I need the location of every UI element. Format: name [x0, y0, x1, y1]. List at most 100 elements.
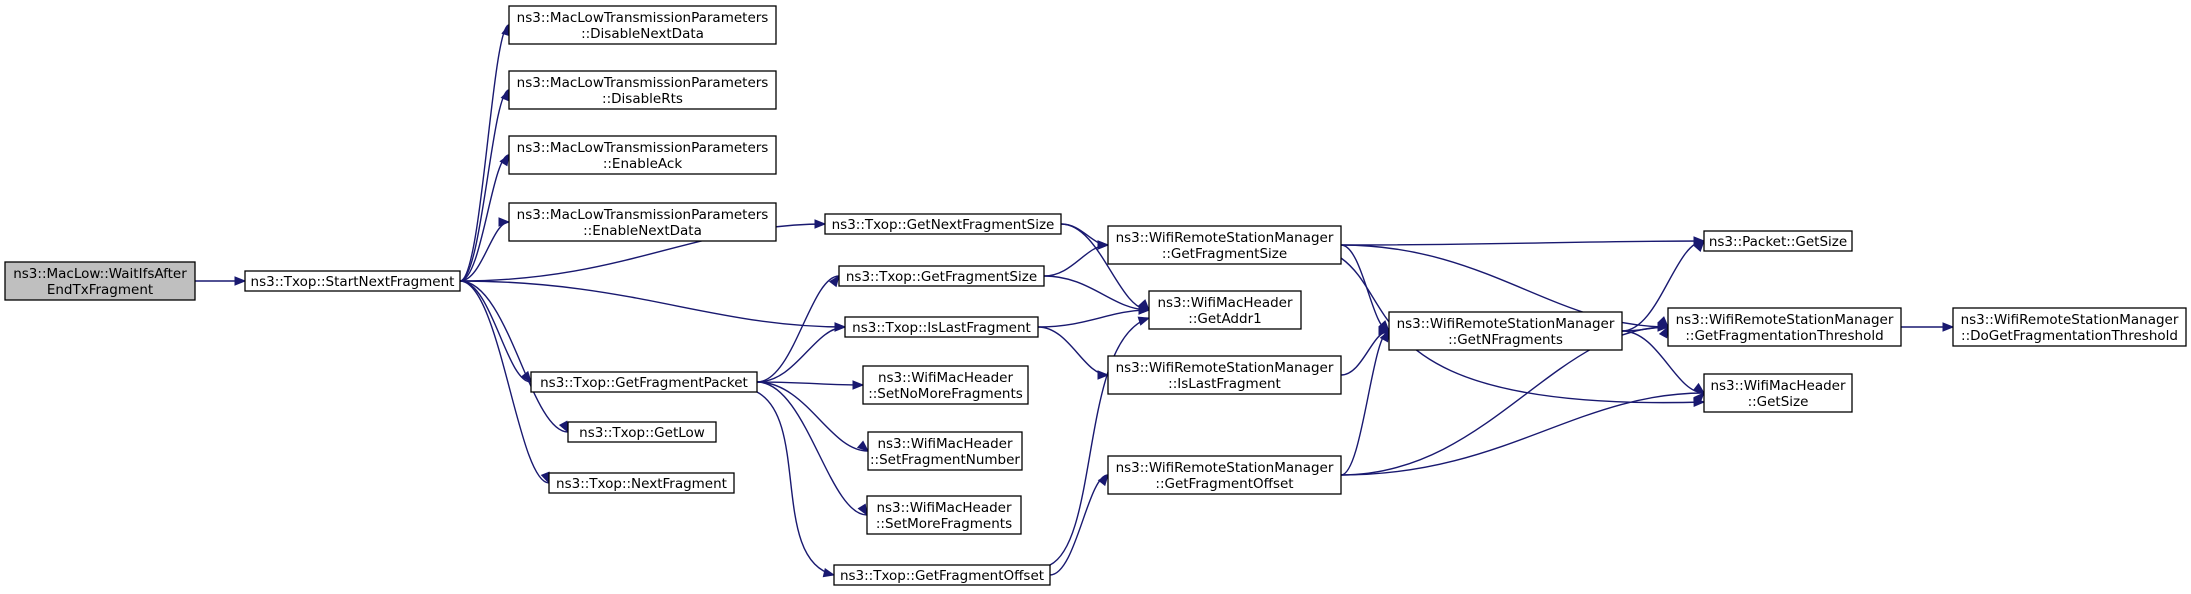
node-box — [824, 213, 1062, 235]
node-label-line: ns3::Txop::GetNextFragmentSize — [832, 217, 1055, 233]
node-box — [508, 135, 777, 175]
edge-islastfrag-to-rsm_islastfrag-arrowhead — [1097, 370, 1110, 380]
edge-waitifs-to-startnext-arrowhead — [234, 276, 247, 286]
node-enablenextdata[interactable]: ns3::MacLowTransmissionParameters::Enabl… — [508, 202, 777, 242]
node-label-line: ::SetNoMoreFragments — [868, 386, 1023, 402]
node-label-line: ::GetFragmentSize — [1162, 246, 1287, 262]
node-getnextfragsize[interactable]: ns3::Txop::GetNextFragmentSize — [824, 213, 1062, 235]
edge-startnext-to-disablerts — [459, 89, 510, 282]
edge-startnext-to-nextfrag — [459, 280, 550, 484]
node-rsm_getfragthreshold[interactable]: ns3::WifiRemoteStationManager::GetFragme… — [1667, 307, 1902, 347]
edge-rsm_getfragsize-to-packetgetsize — [1340, 240, 1705, 246]
node-getlow[interactable]: ns3::Txop::GetLow — [567, 421, 717, 443]
node-getfragsize[interactable]: ns3::Txop::GetFragmentSize — [838, 265, 1045, 287]
node-setnomorefrags[interactable]: ns3::WifiMacHeader::SetNoMoreFragments — [862, 365, 1029, 405]
edges-layer — [195, 23, 1955, 578]
edge-islastfrag-to-getaddr1-arrowhead — [1138, 305, 1151, 315]
node-label-line: ::IsLastFragment — [1168, 376, 1281, 392]
edge-rsm_getnfrags-to-packetgetsize-arrowhead — [1693, 239, 1705, 252]
edge-islastfrag-to-rsm_islastfrag — [1037, 326, 1109, 376]
node-getfragpacket[interactable]: ns3::Txop::GetFragmentPacket — [530, 371, 758, 393]
node-box — [1148, 290, 1302, 330]
edge-startnext-to-disablenextdata — [459, 24, 510, 282]
node-box — [508, 70, 777, 110]
edge-getfragpacket-to-setnomorefrags-arrowhead — [852, 380, 865, 390]
node-label-line: ns3::WifiRemoteStationManager — [1116, 460, 1334, 476]
node-label-line: ns3::Txop::GetLow — [579, 425, 705, 441]
node-setmorefrags[interactable]: ns3::WifiMacHeader::SetMoreFragments — [866, 495, 1022, 535]
edge-getfragpacket-to-islastfrag — [756, 326, 846, 383]
node-disablerts[interactable]: ns3::MacLowTransmissionParameters::Disab… — [508, 70, 777, 110]
node-box — [844, 316, 1039, 338]
edge-getfragpacket-to-setmorefrags — [756, 381, 868, 516]
node-label-line: ::EnableAck — [603, 156, 683, 172]
node-enableack[interactable]: ns3::MacLowTransmissionParameters::Enabl… — [508, 135, 777, 175]
node-box — [567, 421, 717, 443]
edge-rsm_islastfrag-to-rsm_getnfrags-arrowhead — [1378, 326, 1391, 336]
edge-getfragpacket-to-getfragsize — [756, 275, 840, 383]
node-label-line: ns3::WifiRemoteStationManager — [1397, 316, 1615, 332]
node-setfragnumber[interactable]: ns3::WifiMacHeader::SetFragmentNumber — [867, 431, 1023, 471]
edge-rsm_getfragoffset-to-rsm_getfragthreshold — [1340, 326, 1669, 476]
edge-getfragpacket-to-setfragnumber — [756, 381, 869, 452]
node-islastfrag[interactable]: ns3::Txop::IsLastFragment — [844, 316, 1039, 338]
edge-getfragpacket-to-setmorefrags-arrowhead — [857, 503, 868, 517]
node-box — [866, 495, 1022, 535]
node-getfragoffset[interactable]: ns3::Txop::GetFragmentOffset — [833, 564, 1051, 586]
node-box — [867, 431, 1023, 471]
edge-getfragpacket-to-setfragnumber-arrowhead — [856, 440, 870, 452]
node-label-line: ns3::WifiMacHeader — [1157, 295, 1293, 311]
node-label-line: ::DoGetFragmentationThreshold — [1961, 328, 2178, 344]
node-label-line: ::GetNFragments — [1448, 332, 1563, 348]
node-label-line: ::SetMoreFragments — [876, 516, 1012, 532]
edge-getfragoffset-to-getaddr1 — [1049, 317, 1150, 566]
node-rsm_dogetfragthreshold[interactable]: ns3::WifiRemoteStationManager::DoGetFrag… — [1952, 307, 2187, 347]
node-box — [1952, 307, 2187, 347]
edge-getfragpacket-to-getfragoffset — [756, 391, 835, 576]
node-getaddr1[interactable]: ns3::WifiMacHeader::GetAddr1 — [1148, 290, 1302, 330]
node-label-line: ::DisableRts — [602, 91, 683, 107]
node-label-line: ::EnableNextData — [583, 223, 702, 239]
node-rsm_getfragoffset[interactable]: ns3::WifiRemoteStationManager::GetFragme… — [1107, 455, 1342, 495]
node-box — [838, 265, 1045, 287]
node-label-line: ns3::WifiMacHeader — [876, 500, 1012, 516]
edge-getfragpacket-to-setnomorefrags — [756, 381, 864, 386]
edge-rsm_getnfrags-to-rsm_getfragthreshold-arrowhead — [1657, 322, 1670, 332]
node-rsm_getnfrags[interactable]: ns3::WifiRemoteStationManager::GetNFragm… — [1388, 311, 1623, 351]
edge-startnext-to-getfragpacket — [459, 280, 532, 383]
node-label-line: ns3::WifiRemoteStationManager — [1116, 230, 1334, 246]
edge-getfragpacket-to-islastfrag-arrowhead — [834, 322, 847, 332]
node-label-line: ns3::WifiMacHeader — [878, 370, 1014, 386]
edge-rsm_getfragthreshold-to-rsm_dogetfragthreshold-arrowhead — [1942, 322, 1955, 332]
node-box — [508, 5, 777, 45]
node-disablenextdata[interactable]: ns3::MacLowTransmissionParameters::Disab… — [508, 5, 777, 45]
node-box — [244, 270, 461, 292]
node-label-line: ::GetFragmentationThreshold — [1685, 328, 1883, 344]
edge-rsm_getfragoffset-to-rsm_getnfrags-arrowhead — [1379, 329, 1390, 343]
node-label-line: ::GetAddr1 — [1188, 311, 1261, 327]
node-label-line: ns3::MacLowTransmissionParameters — [517, 10, 769, 26]
node-nextfrag[interactable]: ns3::Txop::NextFragment — [548, 472, 735, 494]
edge-islastfrag-to-getaddr1 — [1037, 309, 1150, 328]
node-label-line: ns3::WifiRemoteStationManager — [1961, 312, 2179, 328]
edge-getfragoffset-to-rsm_getfragoffset-arrowhead — [1097, 473, 1109, 487]
node-label-line: ::SetFragmentNumber — [870, 452, 1020, 468]
node-label-line: ns3::Txop::GetFragmentPacket — [540, 375, 748, 391]
node-label-line: ::GetSize — [1748, 394, 1809, 410]
edge-getfragsize-to-rsm_getfragsize-arrowhead — [1097, 240, 1110, 250]
edge-startnext-to-islastfrag — [459, 280, 846, 328]
node-label-line: ns3::Txop::NextFragment — [556, 476, 727, 492]
node-rsm_getfragsize[interactable]: ns3::WifiRemoteStationManager::GetFragme… — [1107, 225, 1342, 265]
node-startnext[interactable]: ns3::Txop::StartNextFragment — [244, 270, 461, 292]
edge-startnext-to-getlow — [459, 280, 569, 433]
node-machdr_getsize[interactable]: ns3::WifiMacHeader::GetSize — [1703, 373, 1853, 413]
edge-rsm_getfragsize-to-rsm_getfragthreshold — [1340, 244, 1669, 328]
node-packetgetsize[interactable]: ns3::Packet::GetSize — [1703, 230, 1853, 252]
edge-rsm_getfragoffset-to-rsm_getnfrags — [1340, 330, 1390, 476]
edge-rsm_getnfrags-to-machdr_getsize-arrowhead — [1692, 382, 1706, 394]
node-label-line: ns3::WifiMacHeader — [877, 436, 1013, 452]
node-box — [1107, 455, 1342, 495]
node-rsm_islastfrag[interactable]: ns3::WifiRemoteStationManager::IsLastFra… — [1107, 355, 1342, 395]
